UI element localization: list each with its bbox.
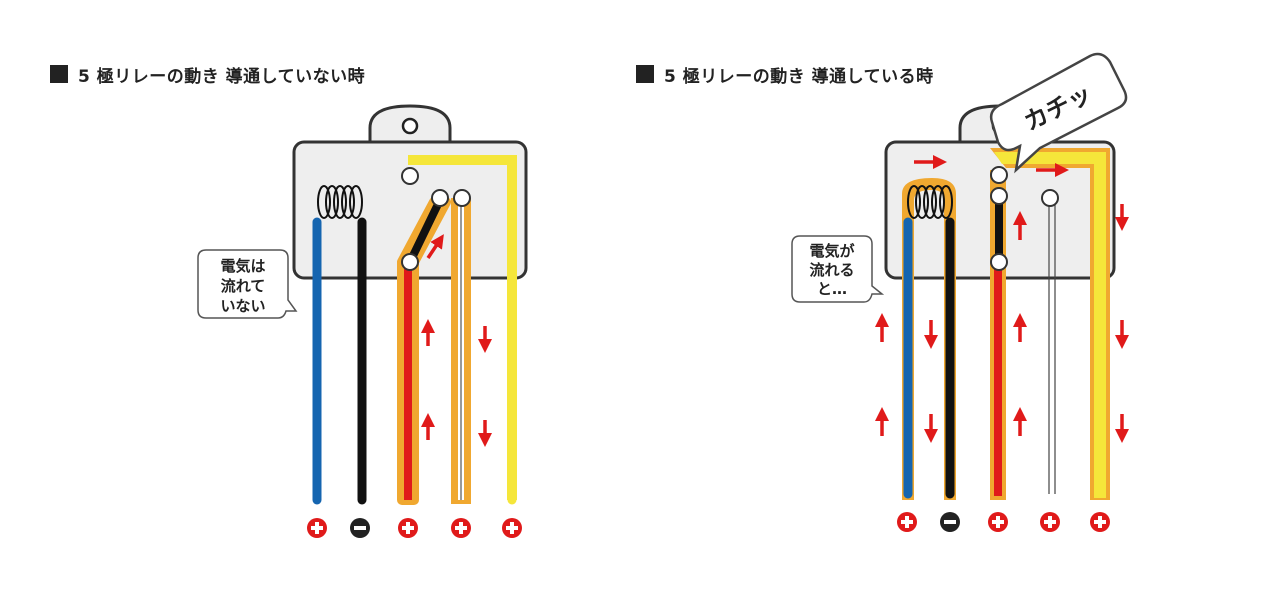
right-bubble-line-1: 電気が (809, 242, 855, 260)
right-relay: カチッ 電気が 流れる と… (791, 52, 1129, 532)
left-coil (317, 185, 363, 219)
left-title-text: 5 極リレーの動き 導通していない時 (78, 66, 366, 87)
left-bubble-line-1: 電気は (220, 257, 265, 275)
right-terminal-plus-4 (1090, 512, 1110, 532)
right-speech-bubble (791, 235, 885, 303)
right-click-bubble (989, 52, 1128, 174)
right-terminal-plus-2 (988, 512, 1008, 532)
left-contact-red (401, 253, 419, 271)
left-switch-arm (406, 198, 444, 264)
left-terminal-plus-1 (307, 518, 327, 538)
left-bubble-line-3: いない (220, 297, 265, 315)
right-panel-title: 5 極リレーの動き 導通している時 (636, 62, 934, 87)
right-terminal-plus-1 (897, 512, 917, 532)
right-bubble-line-2: 流れる (809, 261, 854, 279)
right-contact-common (990, 187, 1008, 205)
square-bullet-icon (636, 65, 654, 83)
right-contact-white (1041, 189, 1059, 207)
left-mount-hole (401, 117, 419, 135)
left-panel-title: 5 極リレーの動き 導通していない時 (50, 62, 366, 87)
left-contact-top (401, 167, 419, 185)
left-contact-white (453, 189, 471, 207)
right-terminal-minus (940, 512, 960, 532)
square-bullet-icon (50, 65, 68, 83)
right-yellow-fill (994, 152, 1106, 498)
left-terminal-plus-3 (451, 518, 471, 538)
left-arrow-diag (426, 234, 444, 259)
right-coil (907, 185, 953, 219)
left-terminal-plus-2 (398, 518, 418, 538)
left-bubble-line-2: 流れて (221, 277, 266, 295)
left-terminal-minus (350, 518, 370, 538)
left-contact-common (431, 189, 449, 207)
right-contact-top (990, 166, 1008, 184)
left-speech-bubble (197, 249, 298, 319)
left-relay: 電気は 流れて いない (197, 104, 528, 538)
right-bubble-line-3: と… (817, 280, 847, 298)
right-title-text: 5 極リレーの動き 導通している時 (664, 66, 934, 87)
left-terminal-plus-4 (502, 518, 522, 538)
right-terminal-plus-3 (1040, 512, 1060, 532)
right-contact-red (990, 253, 1008, 271)
